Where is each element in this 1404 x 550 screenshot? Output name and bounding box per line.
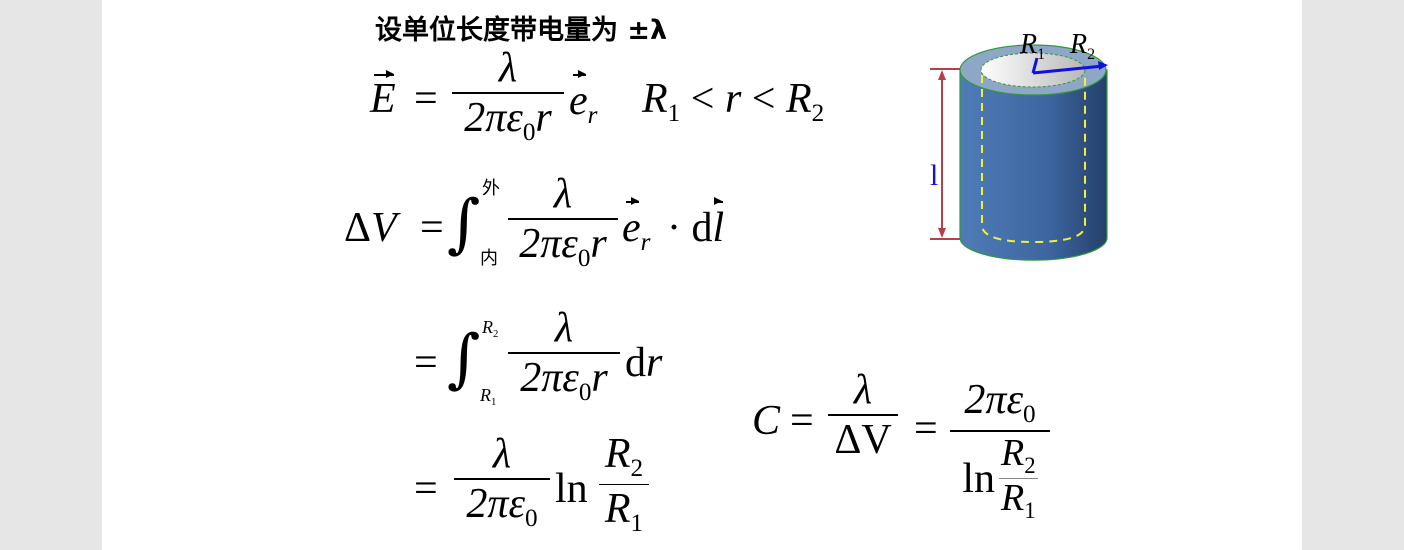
ln: ln xyxy=(555,466,588,512)
capacitance-symbol: C xyxy=(752,398,781,444)
fraction: λ 2πε0r xyxy=(508,172,618,272)
cylinder-body xyxy=(959,69,1108,261)
dl-element: · dl xyxy=(667,197,725,251)
e-field-vector: E xyxy=(370,70,396,122)
r2-arrow xyxy=(1032,64,1104,75)
integral-upper-limit: R2 xyxy=(482,317,499,340)
integral-lower-limit: R1 xyxy=(480,385,497,408)
radius-condition: R1 < r < R2 xyxy=(642,76,825,127)
inner-cylinder-dashed xyxy=(981,75,1086,244)
slide-title: 设单位长度带电量为 ±λ xyxy=(375,15,668,46)
r2-label: R2 xyxy=(1069,29,1095,63)
r1-label: R1 xyxy=(1019,29,1045,63)
fraction: λ ΔV xyxy=(828,368,898,462)
fraction: λ 2πε0 xyxy=(454,432,550,532)
integral-sign: ∫ xyxy=(447,322,481,396)
integral-lower-limit: 内 xyxy=(480,248,498,269)
fraction: λ 2πε0r xyxy=(452,46,564,146)
slide-page: 设单位长度带电量为 ±λ E = λ 2πε0r er R1 < r < R2 … xyxy=(102,0,1302,550)
cylindrical-capacitor-figure: l R1 R2 xyxy=(930,29,1108,261)
unit-vector: er xyxy=(569,70,598,129)
fraction: λ 2πε0r xyxy=(508,306,620,406)
unit-vector: er xyxy=(622,197,651,256)
length-label: l xyxy=(930,159,938,192)
integral-upper-limit: 外 xyxy=(482,178,500,199)
fraction: 2πε0 ln R2 R1 xyxy=(950,378,1050,523)
ln: ln xyxy=(962,455,996,502)
delta-v: ΔV xyxy=(344,205,397,251)
radius-ratio: R2 R1 xyxy=(999,432,1038,524)
dr-element: dr xyxy=(625,340,663,386)
r1-arrow xyxy=(1031,57,1039,74)
radius-ratio: R2 R1 xyxy=(599,432,649,538)
integral-sign: ∫ xyxy=(447,187,481,261)
equals-sign: = xyxy=(414,76,438,122)
